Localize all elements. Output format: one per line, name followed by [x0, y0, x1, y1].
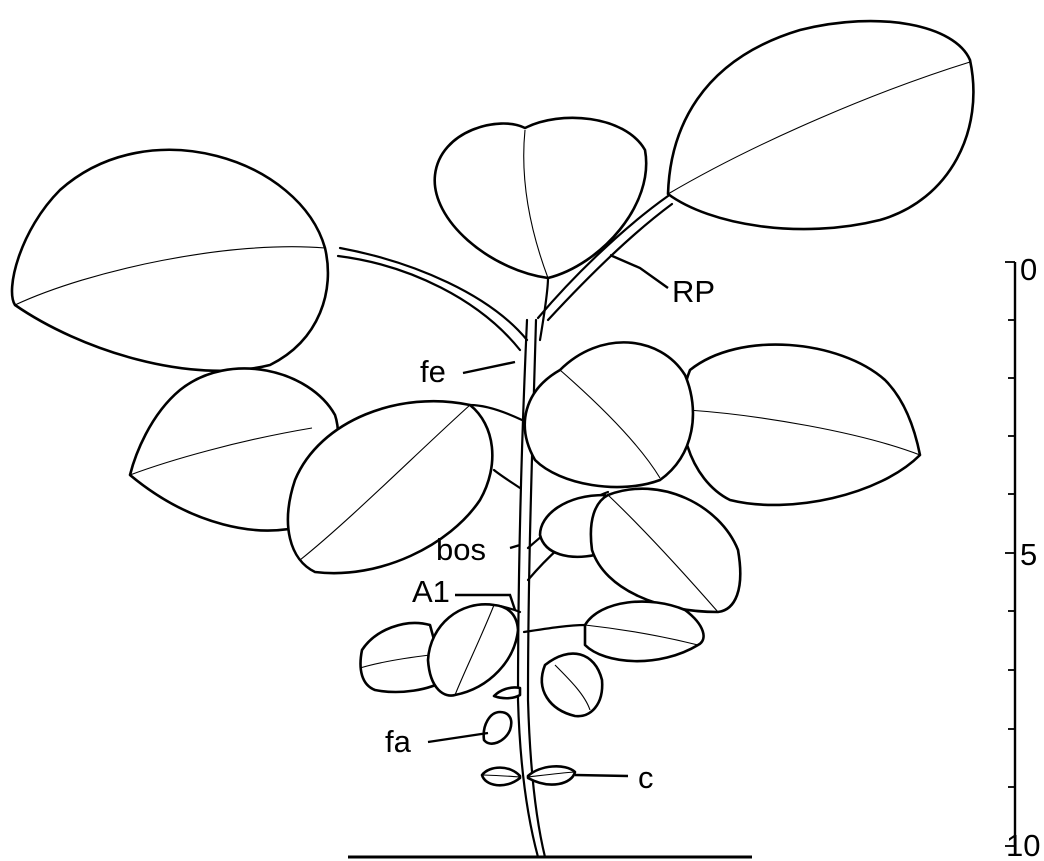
leaf-lower-center [542, 654, 602, 717]
leaf-top-right-large [668, 21, 973, 229]
leader-rp [610, 255, 668, 288]
label-c: c [638, 760, 654, 795]
cotyledon-right [528, 766, 575, 784]
leaf-mid-center [525, 342, 693, 487]
branch-upper-left [338, 256, 520, 350]
leaf-left-large [12, 150, 328, 371]
label-bos: bos [436, 532, 486, 567]
leader-fa [428, 733, 488, 742]
scale-label-10: 10 [1006, 828, 1040, 861]
leaf-lower-left [428, 604, 518, 695]
label-fe: fe [420, 354, 446, 389]
scale-bar [1005, 262, 1015, 846]
leaf-lower-right-2 [585, 602, 704, 662]
leaf-mid-right-back [682, 345, 920, 505]
leaf-small-1 [494, 687, 520, 698]
scale-label-5: 5 [1020, 537, 1037, 572]
label-fa: fa [385, 724, 412, 759]
label-rp: RP [672, 274, 715, 309]
cotyledon-left [482, 768, 520, 786]
scale-label-0: 0 [1020, 252, 1037, 287]
leader-fe [463, 362, 515, 373]
leaf-small-2 [484, 712, 512, 744]
leaf-lower-right [591, 489, 740, 612]
label-a1: A1 [412, 574, 450, 609]
leader-c [575, 775, 628, 776]
